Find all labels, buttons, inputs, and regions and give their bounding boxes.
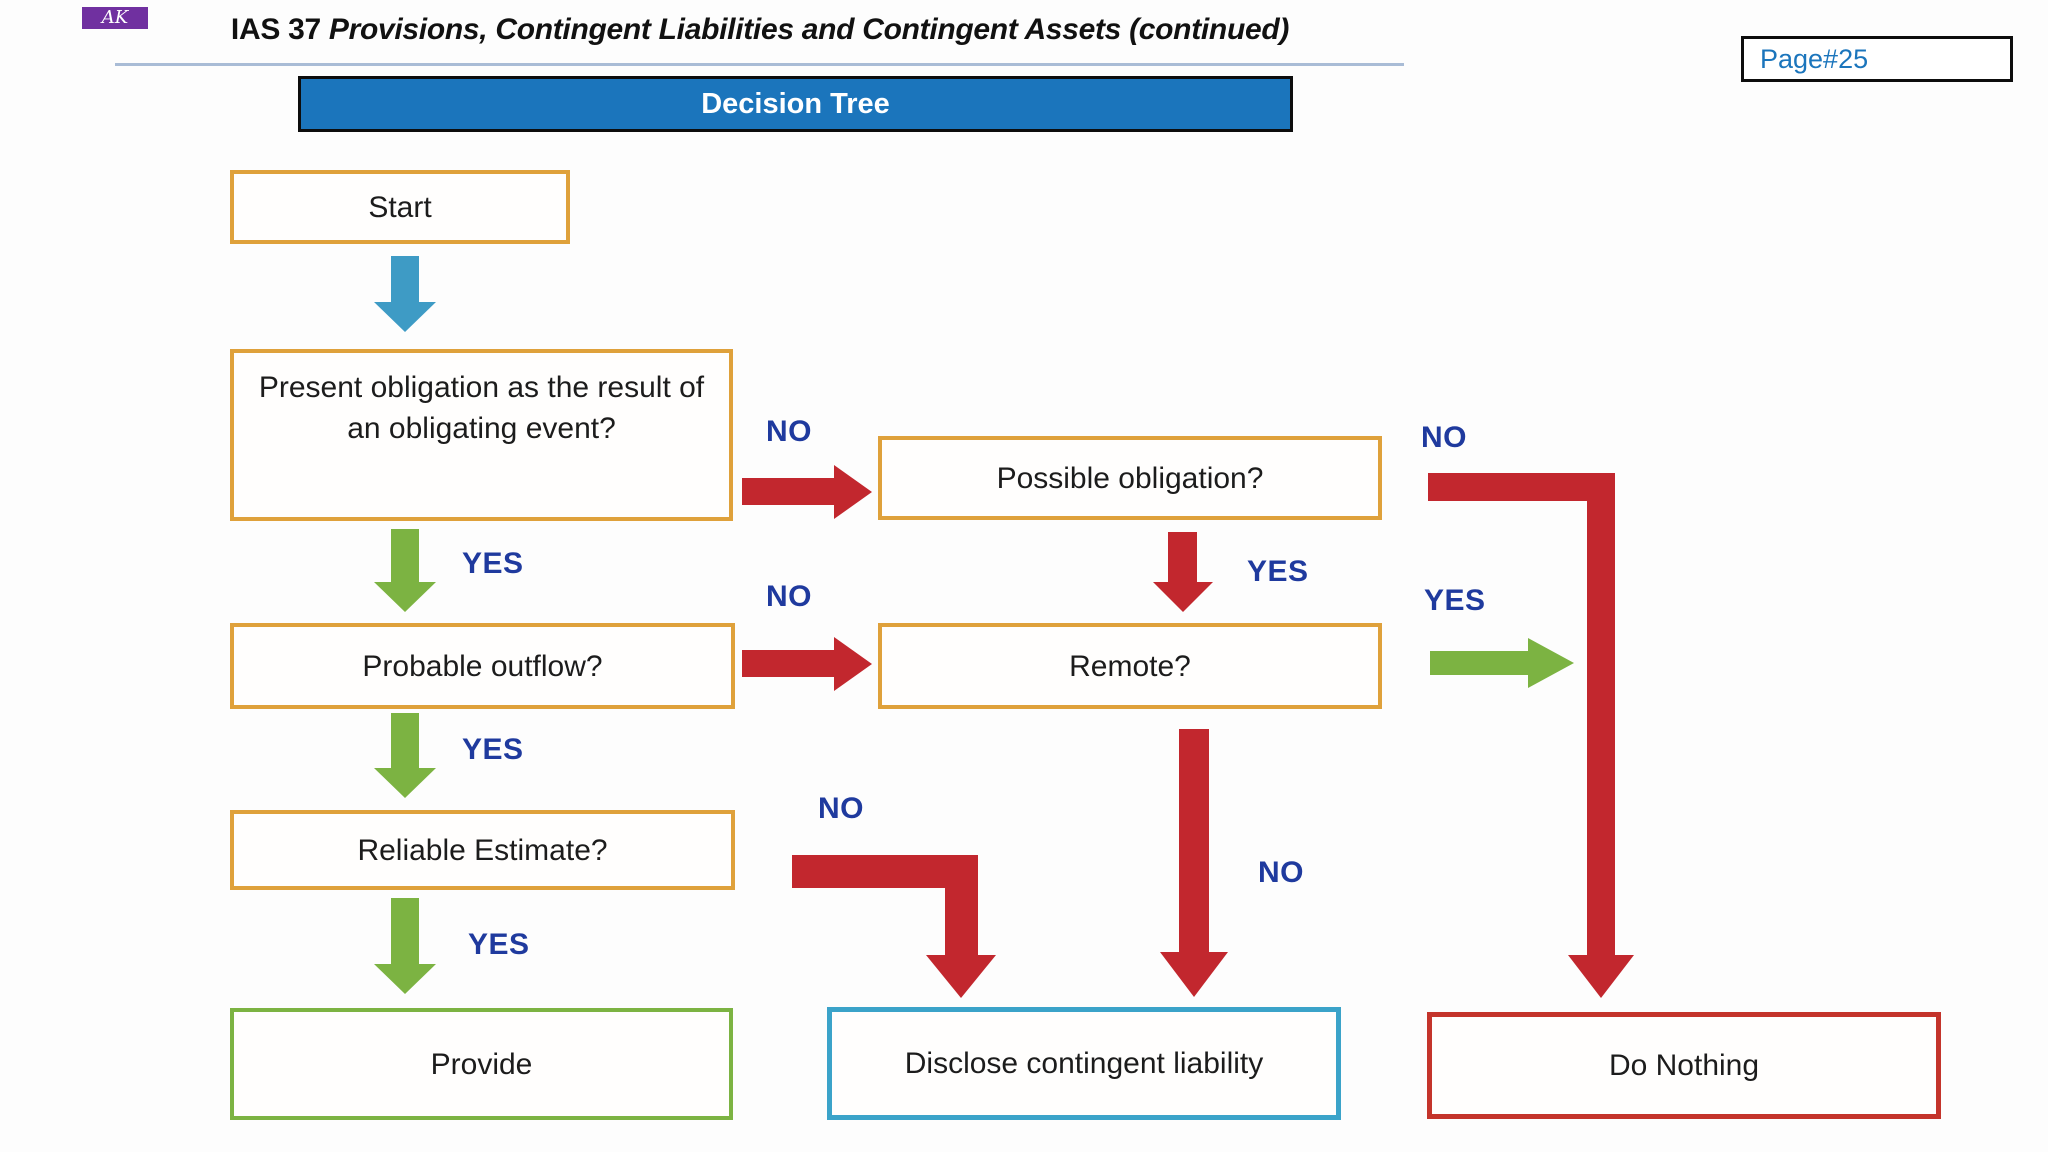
label-no-probable: NO bbox=[766, 580, 812, 613]
arrow-possible-to-remote-shaft bbox=[1168, 532, 1197, 582]
page-number-text: Page#25 bbox=[1760, 43, 1869, 74]
arrow-present-to-probable-head bbox=[374, 582, 436, 612]
arrow-present-to-possible-head bbox=[834, 465, 872, 519]
node-reliable-estimate: Reliable Estimate? bbox=[230, 810, 735, 890]
label-yes-reliable: YES bbox=[468, 928, 530, 961]
label-no-possible: NO bbox=[1421, 421, 1467, 454]
arrow-reliable-to-disclose-head bbox=[926, 955, 996, 998]
arrow-start-to-present-shaft bbox=[391, 256, 419, 302]
arrow-present-to-possible-shaft bbox=[742, 478, 834, 505]
brand-logo: AK bbox=[82, 7, 148, 29]
slide-title: IAS 37 Provisions, Contingent Liabilitie… bbox=[115, 13, 1405, 47]
arrow-possible-to-remote-head bbox=[1153, 582, 1213, 612]
arrow-reliable-to-provide-head bbox=[374, 964, 436, 994]
arrow-reliable-to-disclose-vbar bbox=[945, 855, 978, 955]
arrow-probable-to-remote-shaft bbox=[742, 650, 834, 677]
label-no-present: NO bbox=[766, 415, 812, 448]
arrow-possible-to-donothing-hbar bbox=[1428, 473, 1615, 501]
node-probable-outflow: Probable outflow? bbox=[230, 623, 735, 709]
arrow-remote-to-disclose-head bbox=[1160, 952, 1228, 997]
arrow-possible-to-donothing-vbar bbox=[1587, 473, 1615, 955]
label-yes-probable: YES bbox=[462, 733, 524, 766]
arrow-probable-to-reliable-head bbox=[374, 768, 436, 798]
page-number-box: Page#25 bbox=[1741, 36, 2013, 82]
node-provide: Provide bbox=[230, 1008, 733, 1120]
label-yes-remote: YES bbox=[1424, 584, 1486, 617]
slide-title-prefix: IAS 37 bbox=[230, 13, 329, 46]
arrow-remote-yes-shaft bbox=[1430, 651, 1528, 675]
label-yes-possible: YES bbox=[1247, 555, 1309, 588]
arrow-remote-to-disclose-shaft bbox=[1179, 729, 1209, 952]
node-possible-obligation: Possible obligation? bbox=[878, 436, 1382, 520]
label-yes-present: YES bbox=[462, 547, 524, 580]
title-underline bbox=[115, 63, 1404, 66]
arrow-possible-to-donothing-head bbox=[1568, 955, 1634, 998]
arrow-probable-to-reliable-shaft bbox=[391, 713, 419, 768]
arrow-remote-yes-head bbox=[1528, 638, 1574, 688]
slide-title-italic: Provisions, Contingent Liabilities and C… bbox=[328, 13, 1290, 46]
node-start: Start bbox=[230, 170, 570, 244]
brand-logo-text: AK bbox=[101, 7, 129, 28]
node-disclose-contingent-liability: Disclose contingent liability bbox=[827, 1007, 1341, 1120]
arrow-probable-to-remote-head bbox=[834, 637, 872, 691]
node-remote: Remote? bbox=[878, 623, 1382, 709]
label-no-remote: NO bbox=[1258, 856, 1304, 889]
arrow-present-to-probable-shaft bbox=[391, 529, 419, 582]
node-do-nothing: Do Nothing bbox=[1427, 1012, 1941, 1119]
node-present-obligation: Present obligation as the result of an o… bbox=[230, 349, 733, 521]
decision-tree-banner: Decision Tree bbox=[298, 76, 1293, 132]
arrow-reliable-to-provide-shaft bbox=[391, 898, 419, 964]
label-no-reliable: NO bbox=[818, 792, 864, 825]
arrow-start-to-present-head bbox=[374, 302, 436, 332]
